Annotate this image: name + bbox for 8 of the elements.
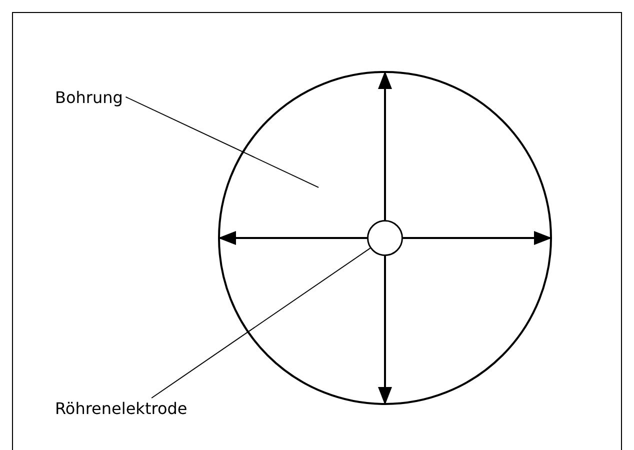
arrow	[218, 231, 367, 245]
leader-line	[151, 248, 371, 398]
arrow	[403, 231, 552, 245]
arrow	[378, 256, 392, 405]
leader-line	[125, 96, 320, 188]
part-label: Bohrung	[55, 87, 123, 109]
arrow	[378, 71, 392, 220]
part-label: Röhrenelektrode	[55, 398, 193, 420]
